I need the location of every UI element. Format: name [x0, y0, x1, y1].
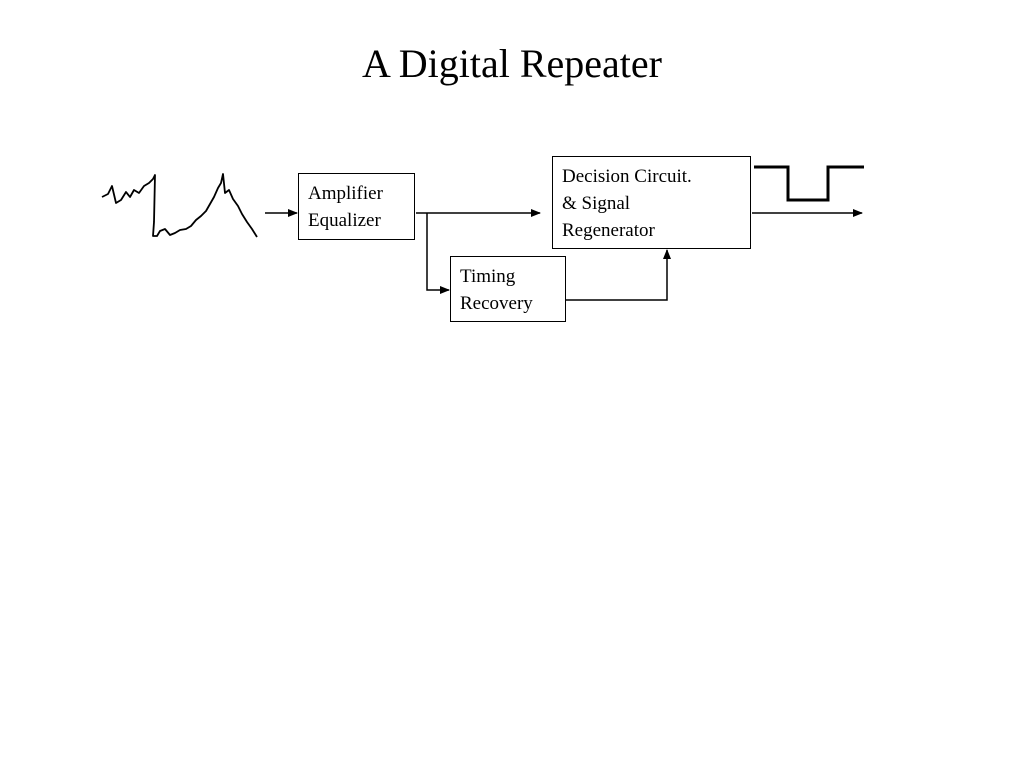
decision-regenerator-block: Decision Circuit. & Signal Regenerator	[552, 156, 751, 249]
timing-label: Timing	[460, 266, 516, 287]
amplifier-equalizer-block: Amplifier Equalizer	[298, 173, 415, 240]
decision-circuit-label: Decision Circuit.	[562, 166, 692, 187]
recovery-label: Recovery	[460, 293, 533, 314]
regenerator-label: Regenerator	[562, 220, 655, 241]
slide-title: A Digital Repeater	[362, 41, 662, 86]
signal-label: & Signal	[562, 193, 631, 214]
amplifier-label: Amplifier	[308, 183, 383, 204]
regenerated-output-waveform	[754, 165, 864, 202]
distorted-input-waveform	[101, 173, 258, 238]
equalizer-label: Equalizer	[308, 210, 381, 231]
amp-to-timing-arrow	[426, 213, 450, 294]
timing-to-decision-arrow	[566, 249, 671, 301]
timing-recovery-block: Timing Recovery	[450, 256, 566, 322]
